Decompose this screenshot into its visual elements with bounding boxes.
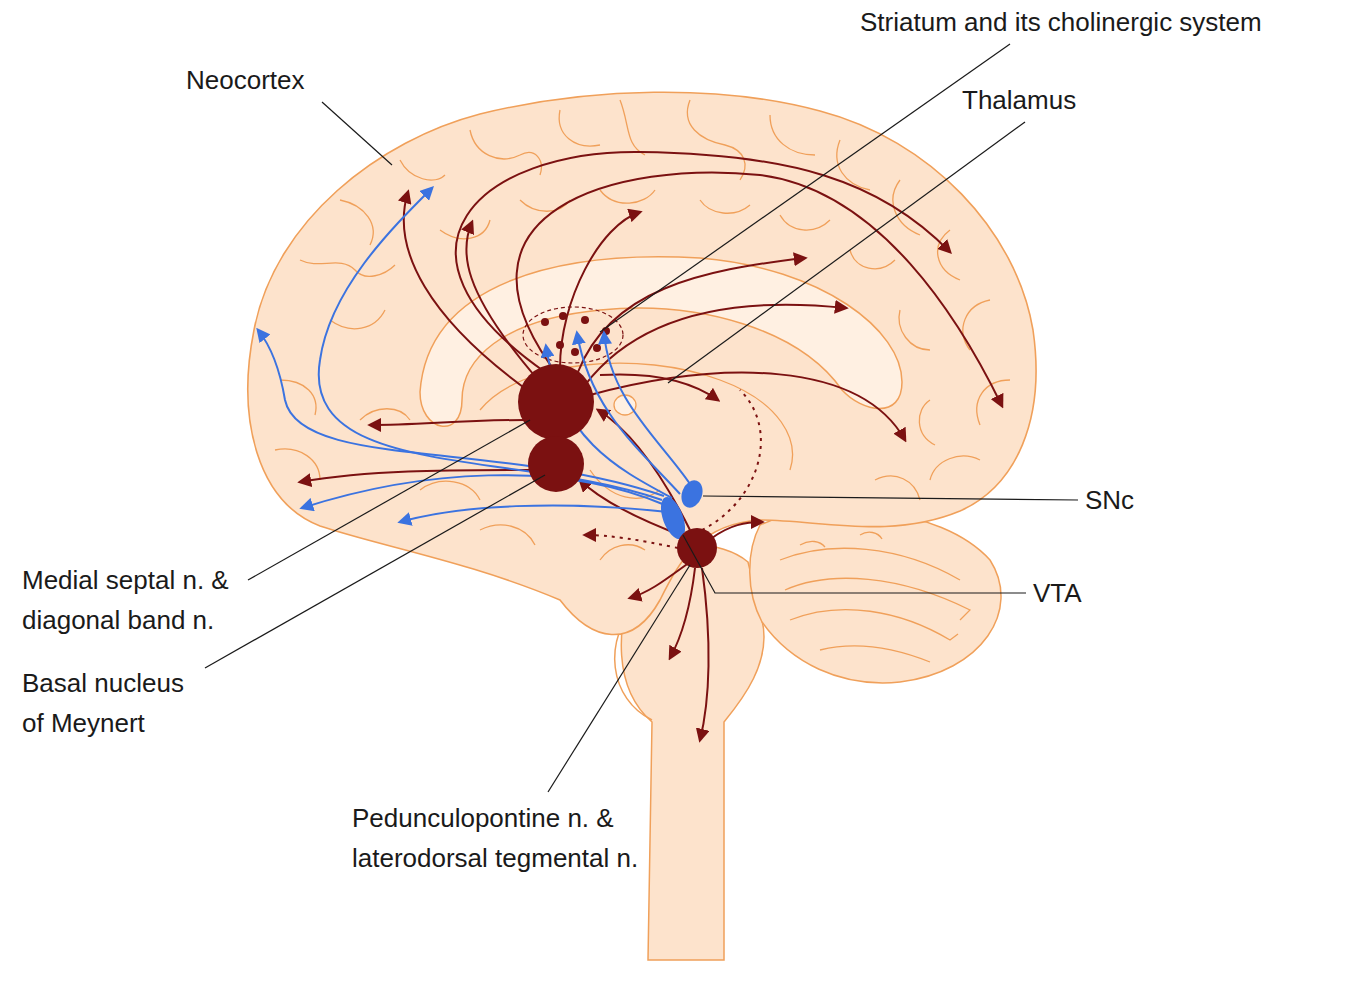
corpus-callosum bbox=[420, 257, 902, 426]
fornix bbox=[480, 363, 792, 470]
cerebrum bbox=[248, 92, 1036, 634]
leader-line bbox=[683, 535, 1026, 593]
medial-septal-nucleus bbox=[518, 364, 594, 440]
leader-line bbox=[600, 44, 1010, 332]
cholinergic-projections bbox=[300, 152, 1002, 740]
region-label: VTA bbox=[1033, 577, 1082, 609]
snc-nucleus bbox=[678, 477, 706, 510]
cerebellar-folia bbox=[780, 532, 970, 662]
leader-line bbox=[668, 122, 1025, 383]
region-label: SNc bbox=[1085, 484, 1134, 516]
leader-line bbox=[248, 420, 530, 580]
region-label: Striatum and its cholinergic system bbox=[860, 6, 1262, 38]
region-label: Neocortex bbox=[186, 64, 305, 96]
region-label: Medial septal n. & diagonal band n. bbox=[22, 560, 272, 640]
gyri bbox=[275, 100, 1010, 560]
leader-lines bbox=[205, 44, 1078, 792]
region-label: Basal nucleus of Meynert bbox=[22, 663, 200, 743]
region-label: Thalamus bbox=[962, 84, 1076, 116]
ppn-nucleus bbox=[677, 528, 717, 568]
leader-line bbox=[548, 565, 690, 792]
basal-nucleus bbox=[528, 436, 584, 492]
leader-line bbox=[205, 475, 545, 668]
region-label: Pedunculopontine n. & laterodorsal tegme… bbox=[352, 798, 652, 878]
leader-line bbox=[322, 102, 392, 165]
dotted-projections bbox=[585, 390, 761, 548]
dopaminergic-projections bbox=[258, 188, 690, 522]
cerebellum bbox=[750, 510, 1001, 683]
leader-line bbox=[703, 496, 1078, 500]
